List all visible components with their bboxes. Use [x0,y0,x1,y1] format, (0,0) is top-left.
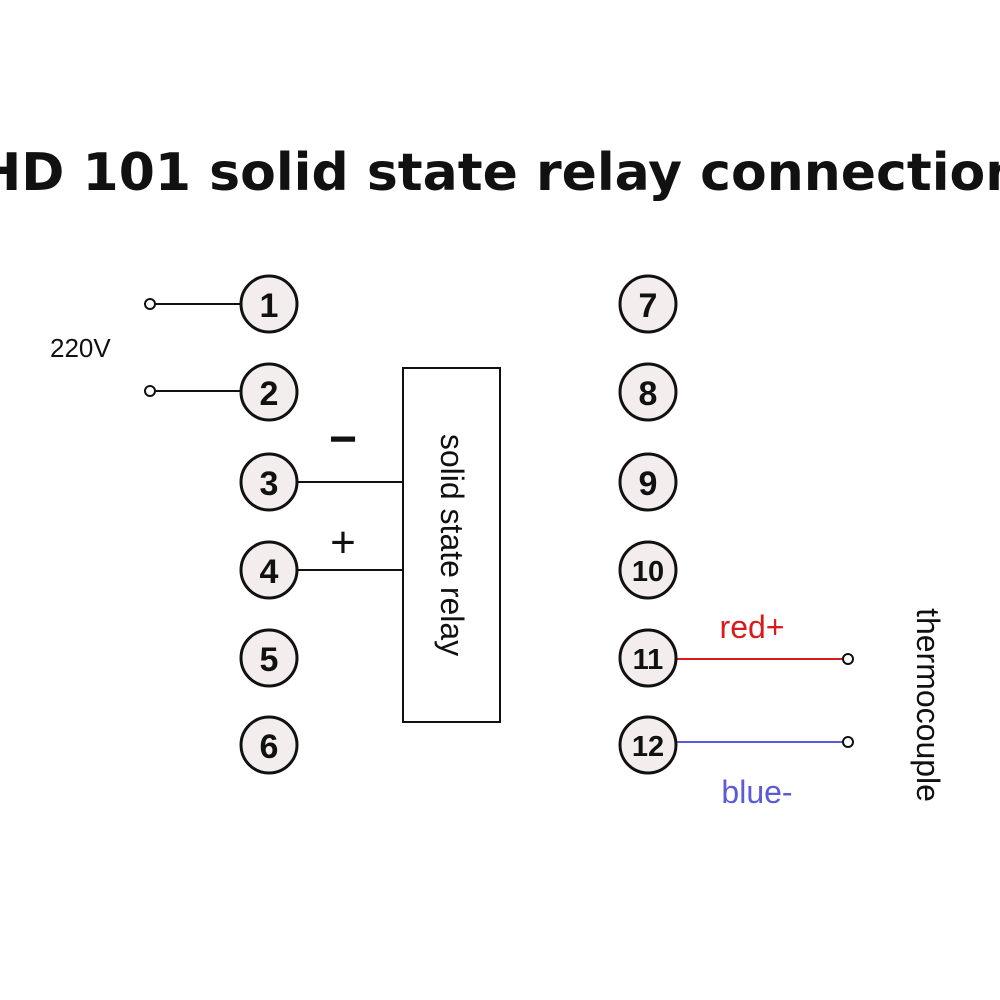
thermocouple-wiring: red+ blue- thermocouple [676,608,946,810]
terminal-circle [618,274,678,334]
terminal-number: 5 [260,641,279,679]
terminal-circle [239,715,299,775]
terminal-circle [618,452,678,512]
terminal-circle [618,362,678,422]
terminal-circle [239,274,299,334]
terminal-12: 12 [618,715,678,775]
power-supply: 220V [50,298,242,397]
terminal-2: 2 [239,362,299,422]
thermocouple-label: thermocouple [910,608,946,802]
terminal-number: 4 [260,553,279,591]
thermocouple-open-terminal-red [842,653,854,665]
terminal-number: 7 [639,287,658,325]
terminal-circle [239,362,299,422]
terminal-number: 6 [260,728,279,766]
plus-sign: + [330,518,356,567]
terminal-number: 2 [260,375,279,413]
terminal-1: 1 [239,274,299,334]
terminal-number: 3 [260,465,279,503]
terminal-column-right: 7 8 9 10 11 12 [618,274,678,775]
relay-wiring: − + [298,413,403,571]
terminal-circle [239,452,299,512]
terminal-circle [618,628,678,688]
terminal-6: 6 [239,715,299,775]
solid-state-relay: solid state relay [402,367,501,723]
terminal-5: 5 [239,628,299,688]
terminal-circle [618,540,678,600]
terminal-number: 9 [639,465,658,503]
terminal-number: 8 [639,375,658,413]
terminal-column-left: 1 2 3 4 5 6 [239,274,299,775]
terminal-number: 10 [632,556,664,588]
diagram-title: HD 101 solid state relay connection [0,143,1000,203]
relay-box [402,367,501,723]
terminal-4: 4 [239,540,299,600]
power-open-terminal-2 [144,385,156,397]
terminal-number: 1 [260,287,279,325]
terminal-circle [239,540,299,600]
thermocouple-open-terminal-blue [842,736,854,748]
blue-wire-label: blue- [721,774,792,810]
power-open-terminal-1 [144,298,156,310]
terminal-9: 9 [618,452,678,512]
relay-label: solid state relay [434,434,470,656]
terminal-circle [618,715,678,775]
terminal-7: 7 [618,274,678,334]
terminal-3: 3 [239,452,299,512]
minus-sign: − [329,413,357,466]
terminal-10: 10 [618,540,678,600]
terminal-11: 11 [618,628,678,688]
red-wire-label: red+ [720,609,785,645]
power-label: 220V [50,333,111,363]
terminal-number: 12 [632,731,664,763]
terminal-8: 8 [618,362,678,422]
terminal-circle [239,628,299,688]
terminal-number: 11 [633,644,664,676]
